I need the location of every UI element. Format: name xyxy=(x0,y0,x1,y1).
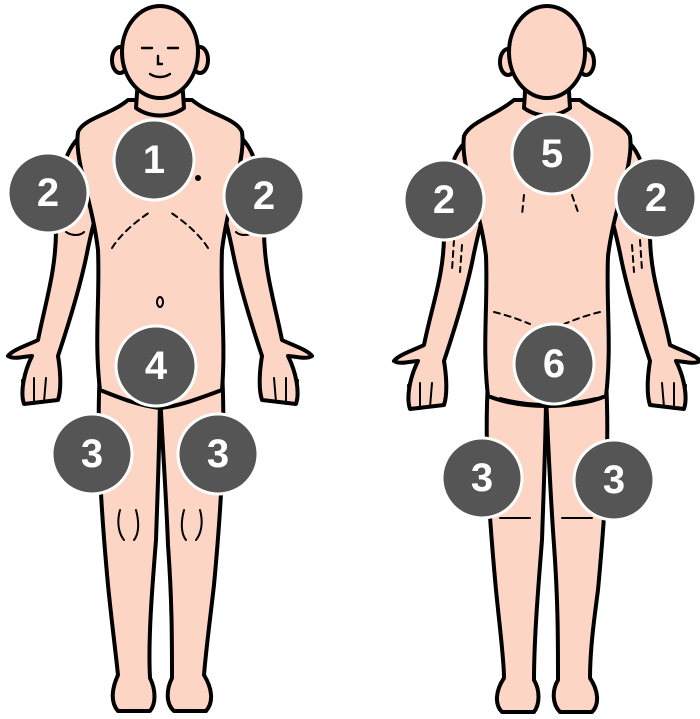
marker-front-left-arm: 2 xyxy=(224,156,304,236)
marker-label: 3 xyxy=(81,432,103,476)
front-head xyxy=(122,6,198,98)
marker-back-right-arm: 2 xyxy=(616,158,696,238)
marker-label: 2 xyxy=(645,176,667,220)
marker-label: 5 xyxy=(541,132,563,176)
marker-label: 3 xyxy=(603,458,625,502)
marker-front-right-arm: 2 xyxy=(8,153,88,233)
marker-back-buttocks: 6 xyxy=(514,324,594,404)
marker-back-right-thigh: 3 xyxy=(574,440,654,520)
marker-label: 2 xyxy=(253,174,275,218)
back-left-leg xyxy=(487,380,546,712)
back-right-leg xyxy=(546,380,607,712)
marker-label: 6 xyxy=(543,342,565,386)
marker-front-right-thigh: 3 xyxy=(52,414,132,494)
front-nipple xyxy=(195,175,201,181)
marker-back-left-thigh: 3 xyxy=(442,438,522,518)
marker-label: 2 xyxy=(433,178,455,222)
marker-label: 2 xyxy=(37,171,59,215)
marker-front-pelvis: 4 xyxy=(116,326,196,406)
marker-label: 3 xyxy=(471,456,493,500)
marker-front-left-thigh: 3 xyxy=(178,414,258,494)
marker-label: 1 xyxy=(143,138,165,182)
marker-back-left-arm: 2 xyxy=(404,160,484,240)
marker-label: 3 xyxy=(207,432,229,476)
marker-label: 4 xyxy=(145,344,168,388)
marker-back-upper-back: 5 xyxy=(512,114,592,194)
back-head xyxy=(509,6,585,98)
marker-front-chest: 1 xyxy=(114,120,194,200)
